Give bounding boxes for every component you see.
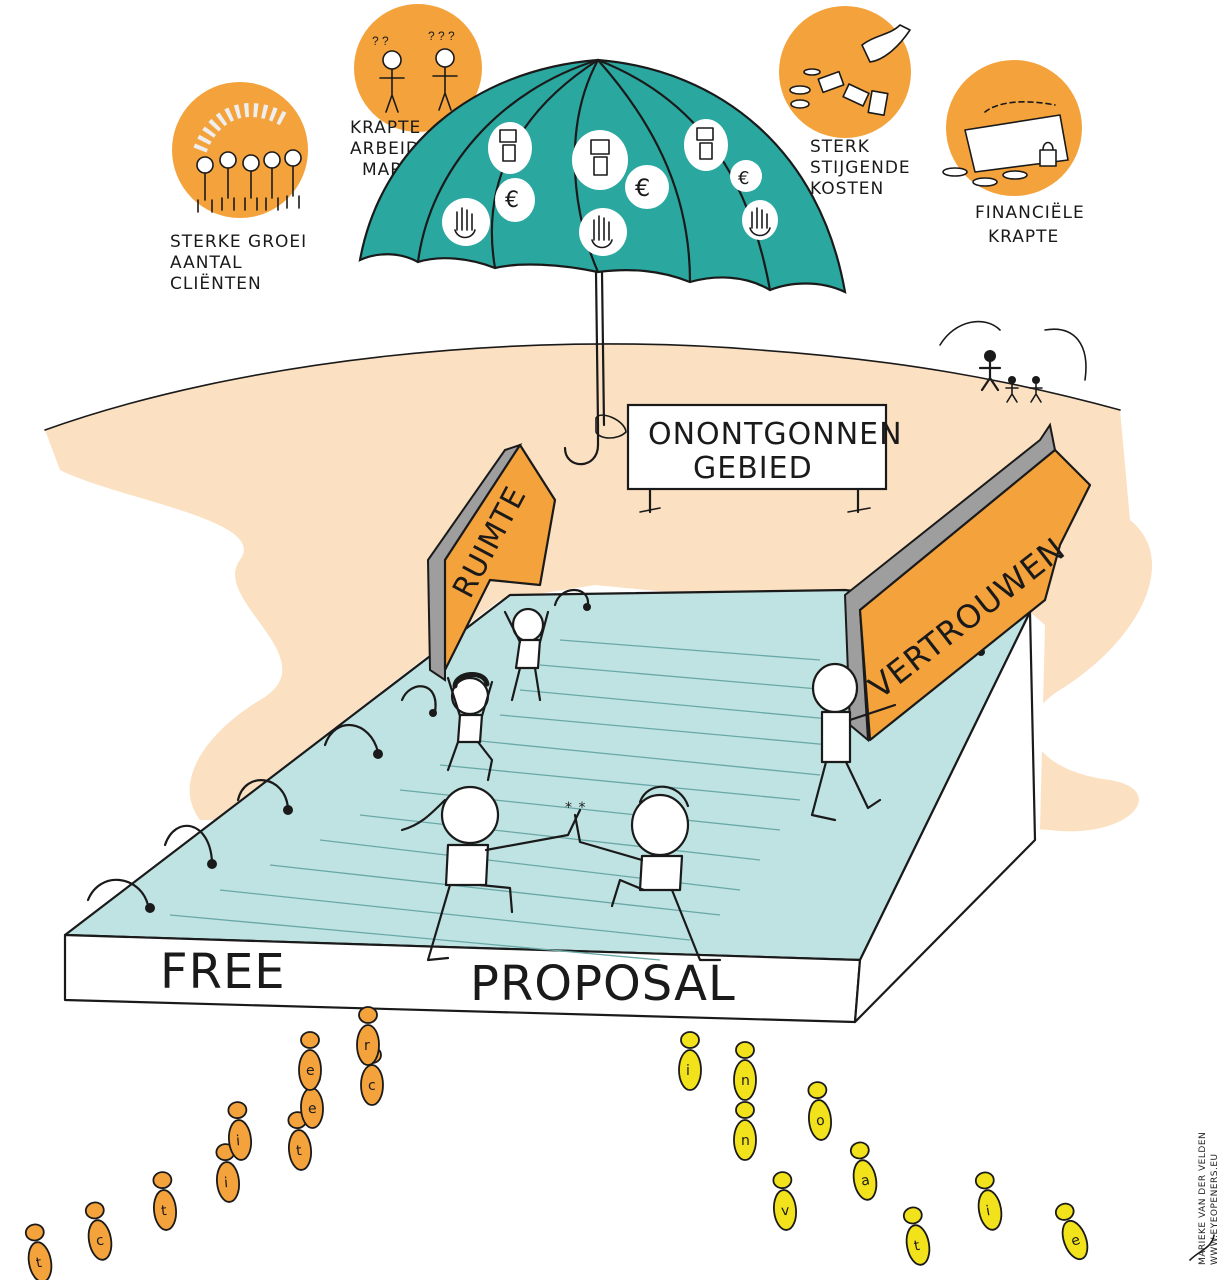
footprint: e xyxy=(298,1031,322,1091)
footprint-letter: i xyxy=(235,1133,240,1149)
footprint: n xyxy=(733,1101,757,1161)
pen-icon xyxy=(1189,1234,1215,1261)
umbrella: € € € xyxy=(358,58,847,466)
footprint-letter: t xyxy=(160,1203,167,1219)
bubble-client-growth: STERKE GROEI AANTAL CLIËNTEN xyxy=(170,82,308,294)
footprints-right-trail: i n n o v a t i e xyxy=(678,1031,1089,1266)
horizon-figures-icon xyxy=(939,320,1087,403)
footprint-letter: t xyxy=(913,1238,922,1255)
platform-label-proposal: PROPOSAL xyxy=(470,956,736,1012)
free-proposal-platform: FREE PROPOSAL xyxy=(63,585,1045,1024)
footprint: i xyxy=(974,1171,1003,1231)
bubble-financial-shortage: FINANCIËLE KRAPTE xyxy=(942,60,1085,247)
footprint: v xyxy=(772,1171,797,1231)
bubble-rising-costs: STERK STIJGENDE KOSTEN xyxy=(779,6,911,199)
footprint-letter: i xyxy=(985,1203,992,1219)
footprint-letter: t xyxy=(35,1255,44,1272)
footprint-letter: c xyxy=(95,1232,105,1249)
svg-text:? ? ?: ? ? ? xyxy=(428,29,455,43)
hand-icon xyxy=(454,207,771,249)
bubble-caption-line: KOSTEN xyxy=(810,179,884,199)
svg-text:€: € xyxy=(635,174,651,202)
character-hanging xyxy=(446,672,494,782)
footprint-letter: o xyxy=(815,1113,825,1130)
footprint-letter: n xyxy=(741,1133,750,1149)
footprint: o xyxy=(807,1081,832,1141)
footprint-letter: v xyxy=(780,1203,790,1220)
footprint-letter: c xyxy=(368,1078,376,1094)
confused-people-icon: ? ? ? ? ? xyxy=(372,29,458,113)
bubble-caption-line: KRAPTE xyxy=(988,227,1059,247)
money-hand-icon xyxy=(789,24,911,117)
footprint-letter: e xyxy=(306,1063,315,1079)
sign-unexplored-territory: ONONTGONNEN GEBIED xyxy=(626,403,903,514)
footprint: t xyxy=(152,1171,177,1231)
bubble-caption-line: STERK xyxy=(810,137,870,157)
footprint-letter: i xyxy=(686,1063,690,1079)
platform-label-free: FREE xyxy=(160,944,286,1000)
artist-credit: MARIEKE VAN DER VELDEN WWW.EYEOPENERS.EU xyxy=(1198,1132,1220,1265)
svg-text:€: € xyxy=(505,188,520,213)
footprints-left-trail: t c t i t i e c e r xyxy=(24,1006,384,1280)
robot-icon xyxy=(499,127,714,176)
character-holding-banner xyxy=(810,662,897,822)
bubble-caption-line: STERKE GROEI xyxy=(170,232,307,252)
locked-wallet-icon xyxy=(942,101,1069,187)
bubble-caption-line: STIJGENDE xyxy=(810,158,911,178)
sign-line: GEBIED xyxy=(693,451,813,486)
svg-text:WWW.EYEOPENERS.EU: WWW.EYEOPENERS.EU xyxy=(1210,1153,1220,1265)
footprint: a xyxy=(849,1141,878,1201)
footprint-letter: n xyxy=(741,1073,750,1089)
character-high-five-right xyxy=(573,785,722,962)
svg-text:? ?: ? ? xyxy=(372,34,389,48)
footprint-letter: a xyxy=(860,1172,871,1189)
bubble-caption-line: KRAPTE xyxy=(350,118,421,138)
footprint: t xyxy=(902,1206,931,1266)
footprint-letter: i xyxy=(223,1175,228,1191)
svg-text:€: € xyxy=(738,168,750,189)
footprint: n xyxy=(733,1041,757,1101)
svg-text:MARIEKE VAN DER VELDEN: MARIEKE VAN DER VELDEN xyxy=(1198,1132,1208,1265)
footprint: i xyxy=(678,1031,702,1091)
footprint: t xyxy=(24,1223,53,1280)
footprint: r xyxy=(356,1006,380,1066)
footprint-letter: t xyxy=(295,1143,302,1159)
footprint: e xyxy=(1054,1202,1089,1261)
crowd-icon xyxy=(193,103,302,213)
footprint-letter: r xyxy=(364,1038,370,1054)
footprint: c xyxy=(84,1201,113,1261)
character-high-five-left xyxy=(400,785,582,962)
bubble-caption-line: FINANCIËLE xyxy=(975,202,1085,223)
euro-icon: € € € xyxy=(505,168,750,213)
footprint: i xyxy=(227,1101,252,1161)
bubble-caption-line: AANTAL xyxy=(170,253,243,273)
bubble-caption-line: CLIËNTEN xyxy=(170,273,262,294)
character-climbing xyxy=(503,607,550,702)
sign-line: ONONTGONNEN xyxy=(648,417,903,452)
clap-marks: * * xyxy=(565,800,586,816)
footprint-letter: e xyxy=(308,1101,317,1117)
footprint: t xyxy=(287,1111,312,1171)
ring-binders xyxy=(86,589,985,913)
